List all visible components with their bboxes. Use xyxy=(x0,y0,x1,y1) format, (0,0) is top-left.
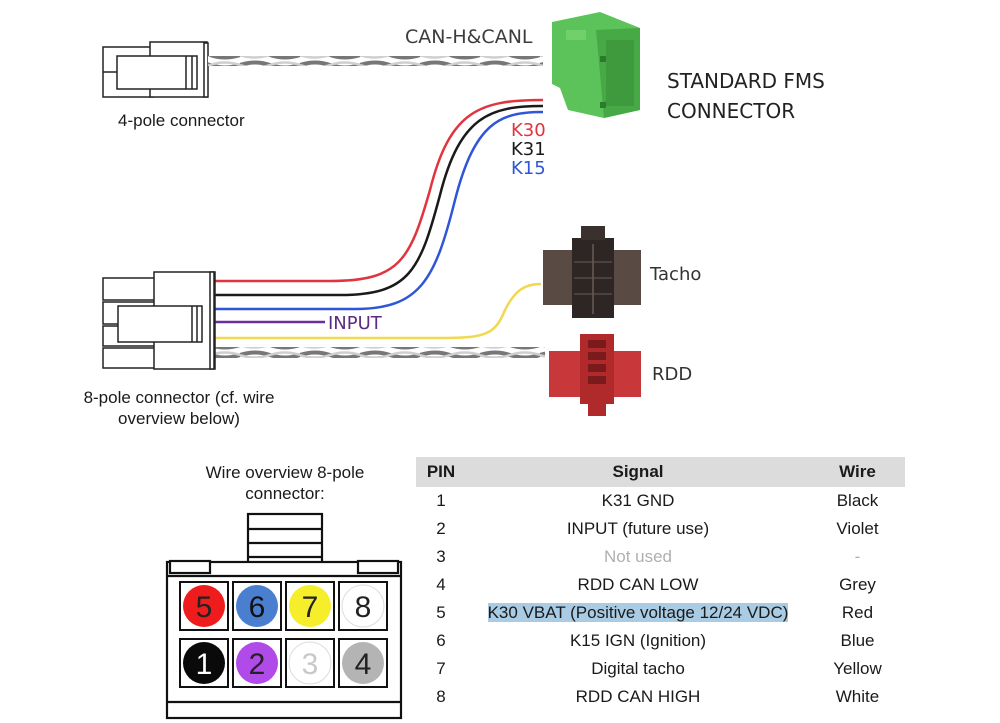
can-twisted-pair-wire xyxy=(208,56,543,66)
pin-number-3: 3 xyxy=(302,648,319,681)
tacho-wire xyxy=(215,282,542,340)
pin-color-dot-5 xyxy=(183,585,225,627)
k15-wire xyxy=(215,110,544,311)
rdd-connector-icon xyxy=(549,334,641,416)
pin-sockets: 5 6 7 8 1 2 3 4 xyxy=(179,581,388,688)
table-row: 4 RDD CAN LOW Grey xyxy=(416,571,905,599)
fms-label-line1: STANDARD FMS xyxy=(667,69,825,93)
table-row: 2 INPUT (future use) Violet xyxy=(416,515,905,543)
rdd-label: RDD xyxy=(652,364,693,385)
k30-wire xyxy=(215,98,544,283)
pin-table: PIN Signal Wire 1 K31 GND Black 2 INPUT … xyxy=(416,457,905,711)
pin-table-header: PIN Signal Wire xyxy=(416,457,905,487)
pin-number-8: 8 xyxy=(355,591,372,624)
tacho-label: Tacho xyxy=(650,264,702,285)
table-row: 7 Digital tacho Yellow xyxy=(416,655,905,683)
eight-pole-label-line2: overview below) xyxy=(118,409,240,428)
wire-cell: Violet xyxy=(836,519,879,538)
pin-color-dot-3 xyxy=(288,641,332,685)
power-wire-labels: K30 K31 K15 xyxy=(511,121,546,178)
pin-color-dot-4 xyxy=(342,642,384,684)
pin-color-dot-2 xyxy=(236,642,278,684)
pin-cell: 3 xyxy=(436,547,446,566)
pin-cell: 1 xyxy=(436,491,446,510)
pin-color-dot-6 xyxy=(236,585,278,627)
wire-overview-title: Wire overview 8-pole connector: xyxy=(190,462,380,504)
pin-number-1: 1 xyxy=(196,648,213,681)
fms-connector-label: STANDARD FMS CONNECTOR xyxy=(667,66,825,126)
pin-color-dot-8 xyxy=(341,584,385,628)
wire-cell: Grey xyxy=(839,575,876,594)
pin-cell: 5 xyxy=(436,603,446,622)
pin-number-6: 6 xyxy=(249,591,266,624)
k31-label: K31 xyxy=(511,139,546,160)
rdd-twisted-pair-wire xyxy=(215,347,545,358)
input-wire-label: INPUT xyxy=(328,313,382,334)
pin-cell: 8 xyxy=(436,687,446,706)
tacho-connector-icon xyxy=(543,226,641,318)
pin-cell: 4 xyxy=(436,575,446,594)
table-row: 1 K31 GND Black xyxy=(416,487,905,515)
signal-cell: Digital tacho xyxy=(591,659,685,678)
wire-overview-title-line1: Wire overview 8-pole xyxy=(205,463,365,482)
pin-cell: 6 xyxy=(436,631,446,650)
signal-cell: K31 GND xyxy=(601,491,675,510)
header-signal: Signal xyxy=(466,457,810,487)
wire-overview-title-line2: connector: xyxy=(245,484,325,503)
eight-pole-connector-label: 8-pole connector (cf. wire overview belo… xyxy=(74,387,284,429)
eight-pole-connector-icon xyxy=(102,271,216,370)
signal-cell: RDD CAN HIGH xyxy=(575,687,701,706)
wire-cell: White xyxy=(835,687,880,706)
pin-number-4: 4 xyxy=(355,648,372,681)
signal-cell: INPUT (future use) xyxy=(566,519,710,538)
table-row: 8 RDD CAN HIGH White xyxy=(416,683,905,711)
header-wire: Wire xyxy=(810,457,905,487)
fms-label-line2: CONNECTOR xyxy=(667,99,796,123)
four-pole-connector-label: 4-pole connector xyxy=(118,111,245,130)
pin-number-5: 5 xyxy=(196,591,213,624)
table-row: 3 Not used - xyxy=(416,543,905,571)
signal-cell: K30 VBAT (Positive voltage 12/24 VDC) xyxy=(466,599,810,627)
signal-cell: Not used xyxy=(603,547,673,566)
fms-connector-icon xyxy=(552,12,640,118)
signal-cell: RDD CAN LOW xyxy=(577,575,699,594)
highlighted-signal-text[interactable]: K30 VBAT (Positive voltage 12/24 VDC) xyxy=(487,603,789,622)
pin-color-dot-1 xyxy=(183,642,225,684)
pin-number-2: 2 xyxy=(249,648,266,681)
four-pole-connector-icon xyxy=(102,41,209,98)
wire-cell: Black xyxy=(836,491,879,510)
k30-label: K30 xyxy=(511,120,546,141)
table-row: 6 K15 IGN (Ignition) Blue xyxy=(416,627,905,655)
k15-label: K15 xyxy=(511,158,546,179)
eight-pole-label-line1: 8-pole connector (cf. wire xyxy=(83,388,275,407)
can-wire-label: CAN-H&CANL xyxy=(405,26,533,48)
pin-number-7: 7 xyxy=(302,591,319,624)
header-pin: PIN xyxy=(416,457,466,487)
table-row: 5 K30 VBAT (Positive voltage 12/24 VDC) … xyxy=(416,599,905,627)
pin-color-dot-7 xyxy=(289,585,331,627)
wire-cell: Blue xyxy=(840,631,875,650)
pin-cell: 2 xyxy=(436,519,446,538)
k31-wire xyxy=(215,104,544,297)
pin-cell: 7 xyxy=(436,659,446,678)
signal-cell: K15 IGN (Ignition) xyxy=(569,631,707,650)
wire-cell: - xyxy=(854,547,861,566)
wire-cell: Yellow xyxy=(833,659,882,678)
wire-cell: Red xyxy=(841,603,874,622)
